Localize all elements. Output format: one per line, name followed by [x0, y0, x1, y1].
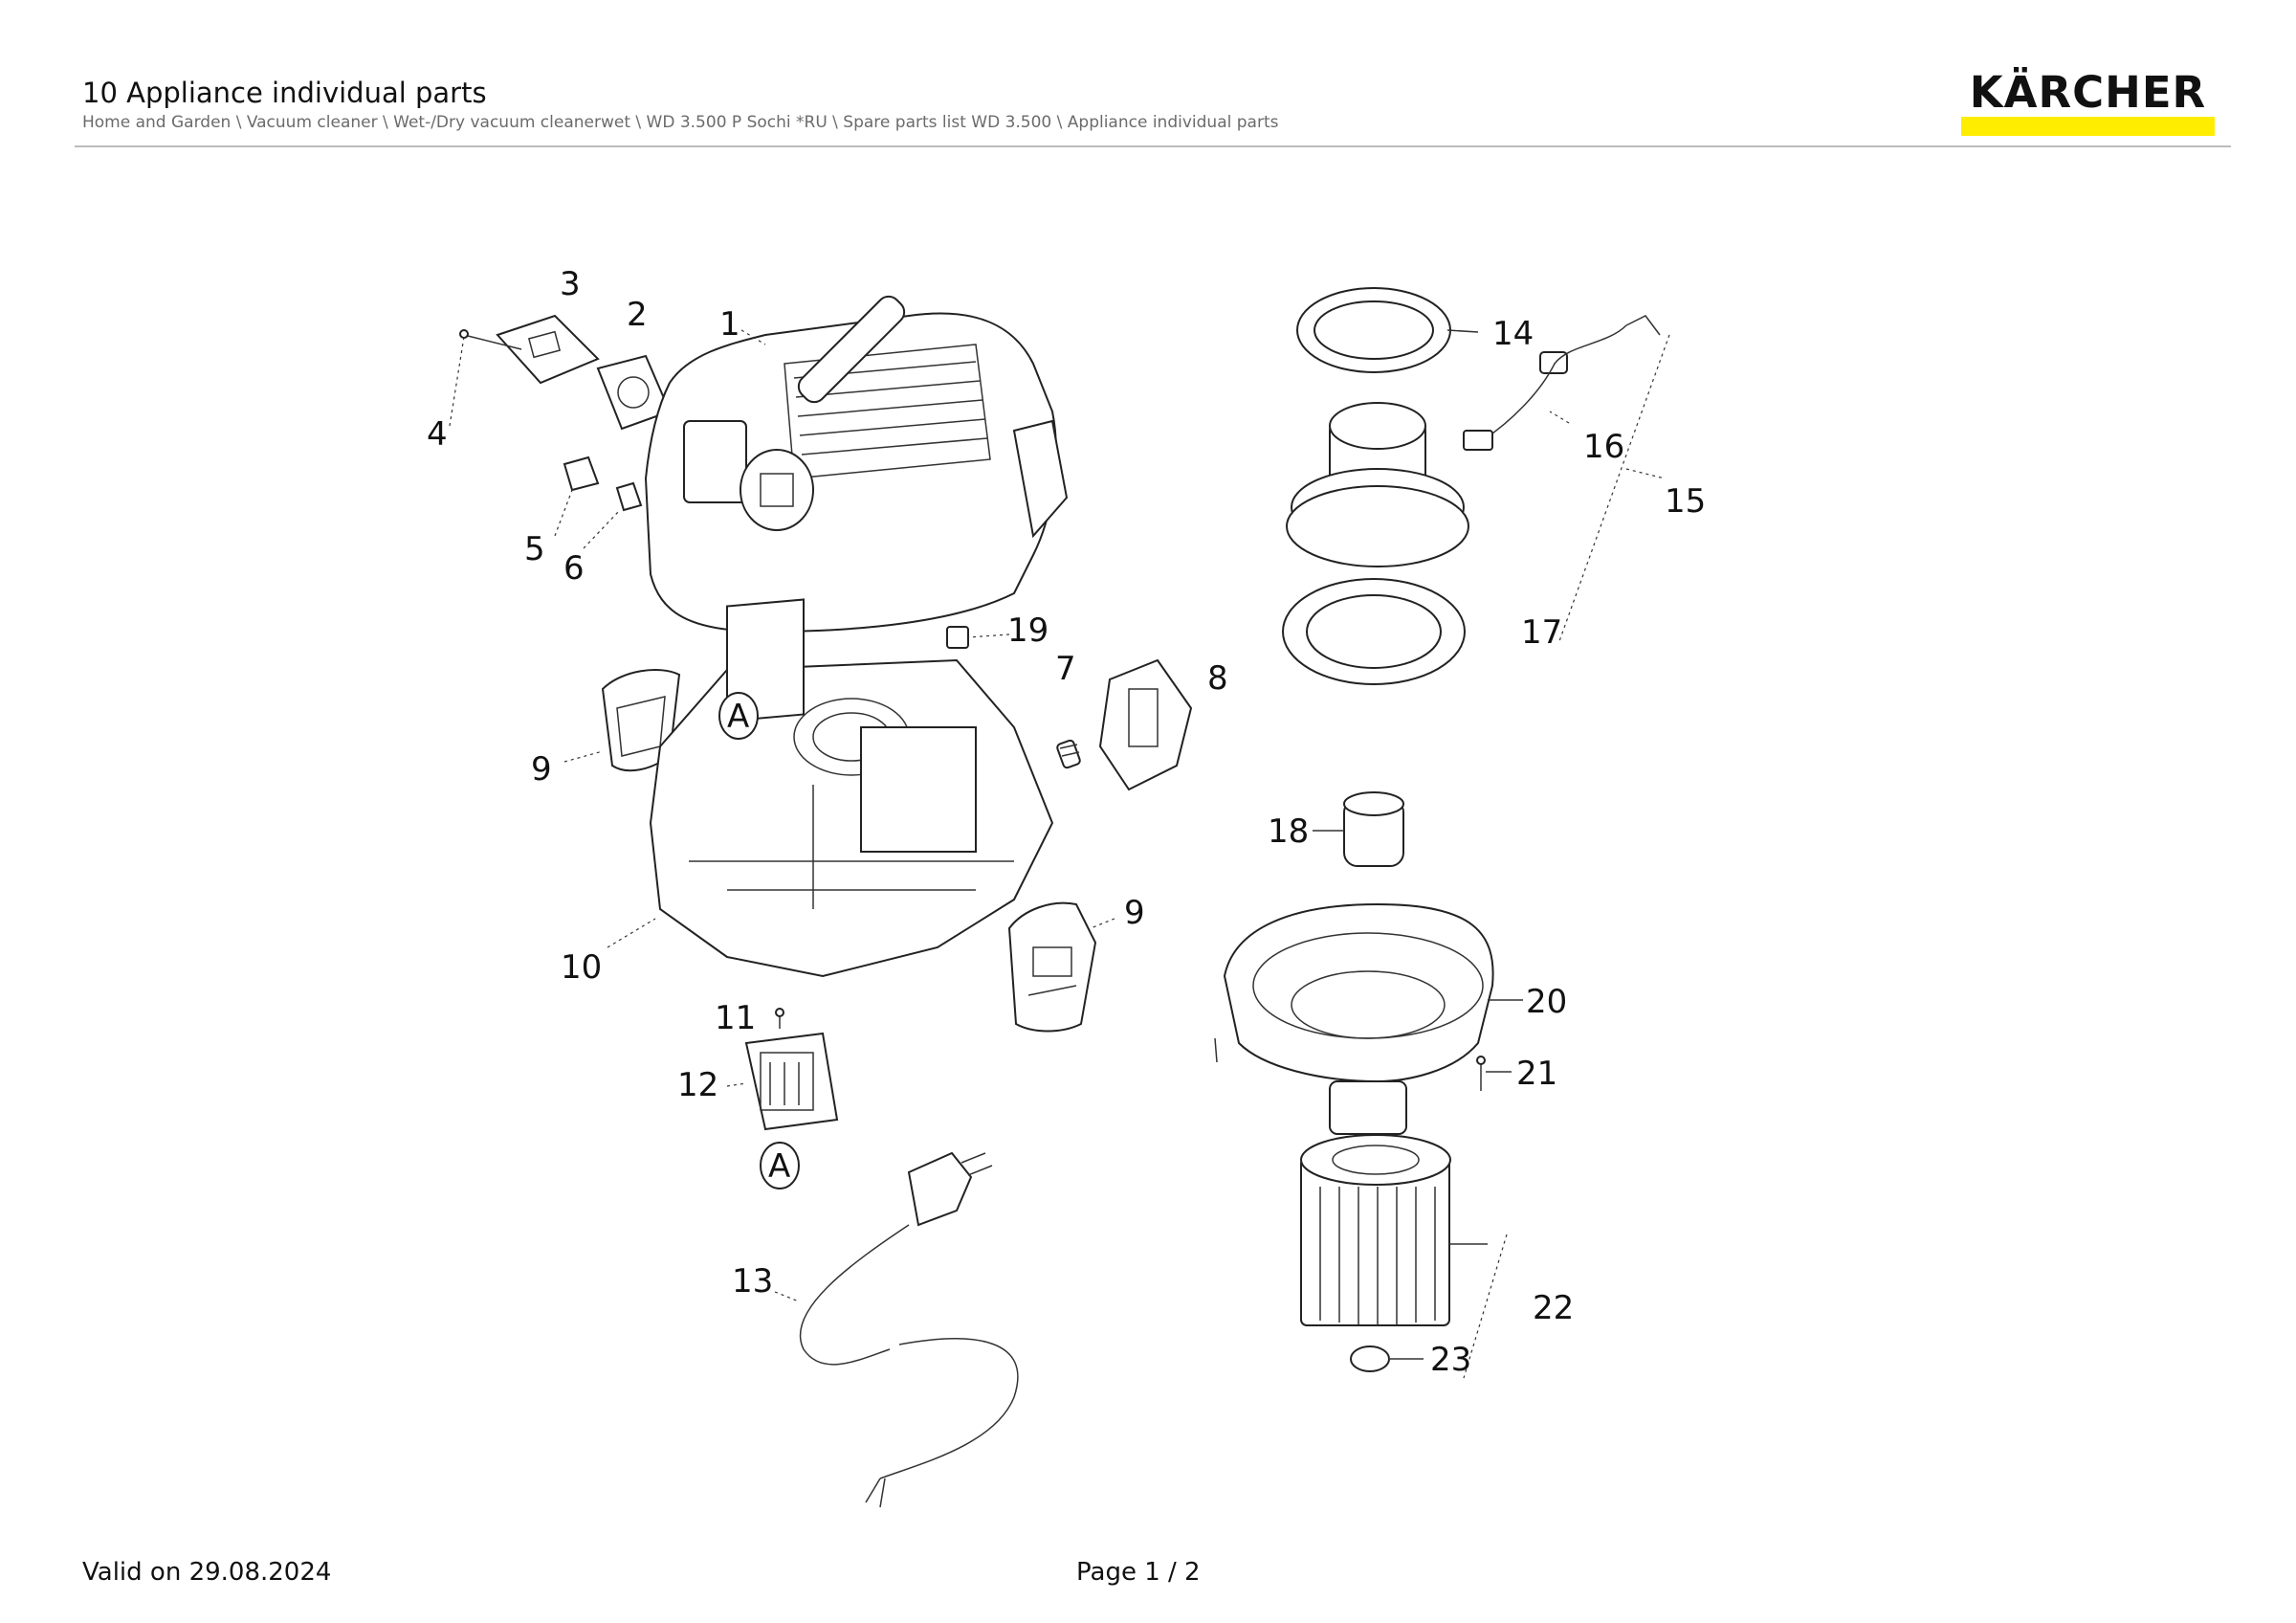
- part-19-clip: [946, 626, 969, 649]
- logo-wordmark: KÄRCHER: [1969, 67, 2207, 118]
- part-12-label-sheet: [744, 1032, 839, 1131]
- part-22-cartridge-filter: [1300, 1134, 1451, 1326]
- callout-3: 3: [560, 265, 581, 303]
- callout-18: 18: [1268, 812, 1309, 851]
- svg-text:A: A: [727, 698, 749, 736]
- part-23-nut: [1350, 1345, 1390, 1372]
- callout-6: 6: [563, 549, 585, 588]
- callout-8: 8: [1207, 659, 1228, 698]
- callout-21: 21: [1516, 1055, 1557, 1093]
- callout-20: 20: [1526, 983, 1567, 1021]
- callout-4: 4: [427, 415, 448, 454]
- callout-19: 19: [1007, 611, 1049, 650]
- callout-5: 5: [524, 530, 545, 568]
- callout-1: 1: [719, 305, 740, 344]
- part-7-spring: [1056, 739, 1081, 769]
- header-divider: [75, 145, 2231, 147]
- part-10-chassis: [649, 598, 1054, 978]
- callout-labels: 3 2 1 4 5 6 19 7 8 9 9 10 11 12 13 14 16…: [427, 265, 1706, 1379]
- callout-23: 23: [1430, 1341, 1471, 1379]
- callout-12: 12: [677, 1066, 718, 1104]
- part-6-block: [615, 481, 643, 512]
- breadcrumb: Home and Garden \ Vacuum cleaner \ Wet-/…: [82, 113, 1279, 132]
- part-3-switch-cover: [496, 314, 600, 385]
- callout-11: 11: [715, 999, 756, 1037]
- callout-14: 14: [1492, 315, 1534, 353]
- callout-9-left: 9: [531, 750, 552, 789]
- svg-text:A: A: [768, 1147, 790, 1186]
- callout-16: 16: [1583, 428, 1624, 466]
- callout-15: 15: [1665, 482, 1706, 521]
- page-number: Page 1 / 2: [1076, 1558, 1201, 1587]
- callout-7: 7: [1055, 650, 1076, 688]
- leader-lines: [449, 329, 1670, 1379]
- part-1-top-housing: [644, 295, 1069, 634]
- part-21-screw: [1476, 1056, 1486, 1091]
- motor-assembly: [1286, 402, 1469, 567]
- part-11-screw: [775, 1008, 784, 1029]
- part-16-connector: [1463, 315, 1661, 451]
- karcher-logo: KÄRCHER: [1961, 67, 2215, 138]
- page-title: 10 Appliance individual parts: [82, 77, 487, 109]
- logo-yellow-bar: [1961, 117, 2215, 136]
- part-17-lower-ring: [1282, 578, 1466, 685]
- callout-10: 10: [561, 948, 602, 987]
- part-5-block: [563, 456, 600, 492]
- part-8-bracket: [1098, 658, 1193, 791]
- part-9-right-cap: [1007, 901, 1097, 1033]
- callout-13: 13: [732, 1262, 773, 1301]
- callout-9-right: 9: [1124, 894, 1145, 932]
- marker-a-upper: A: [718, 692, 759, 740]
- part-20-lower-housing: [1214, 902, 1494, 1135]
- callout-17: 17: [1521, 613, 1562, 652]
- part-13-power-cord: [799, 1151, 1019, 1508]
- part-18-float: [1343, 791, 1404, 867]
- valid-date: Valid on 29.08.2024: [82, 1558, 332, 1587]
- callout-2: 2: [627, 296, 648, 334]
- callout-22: 22: [1533, 1289, 1574, 1327]
- part-14-seal-ring: [1296, 287, 1451, 373]
- marker-a-lower: A: [760, 1142, 800, 1189]
